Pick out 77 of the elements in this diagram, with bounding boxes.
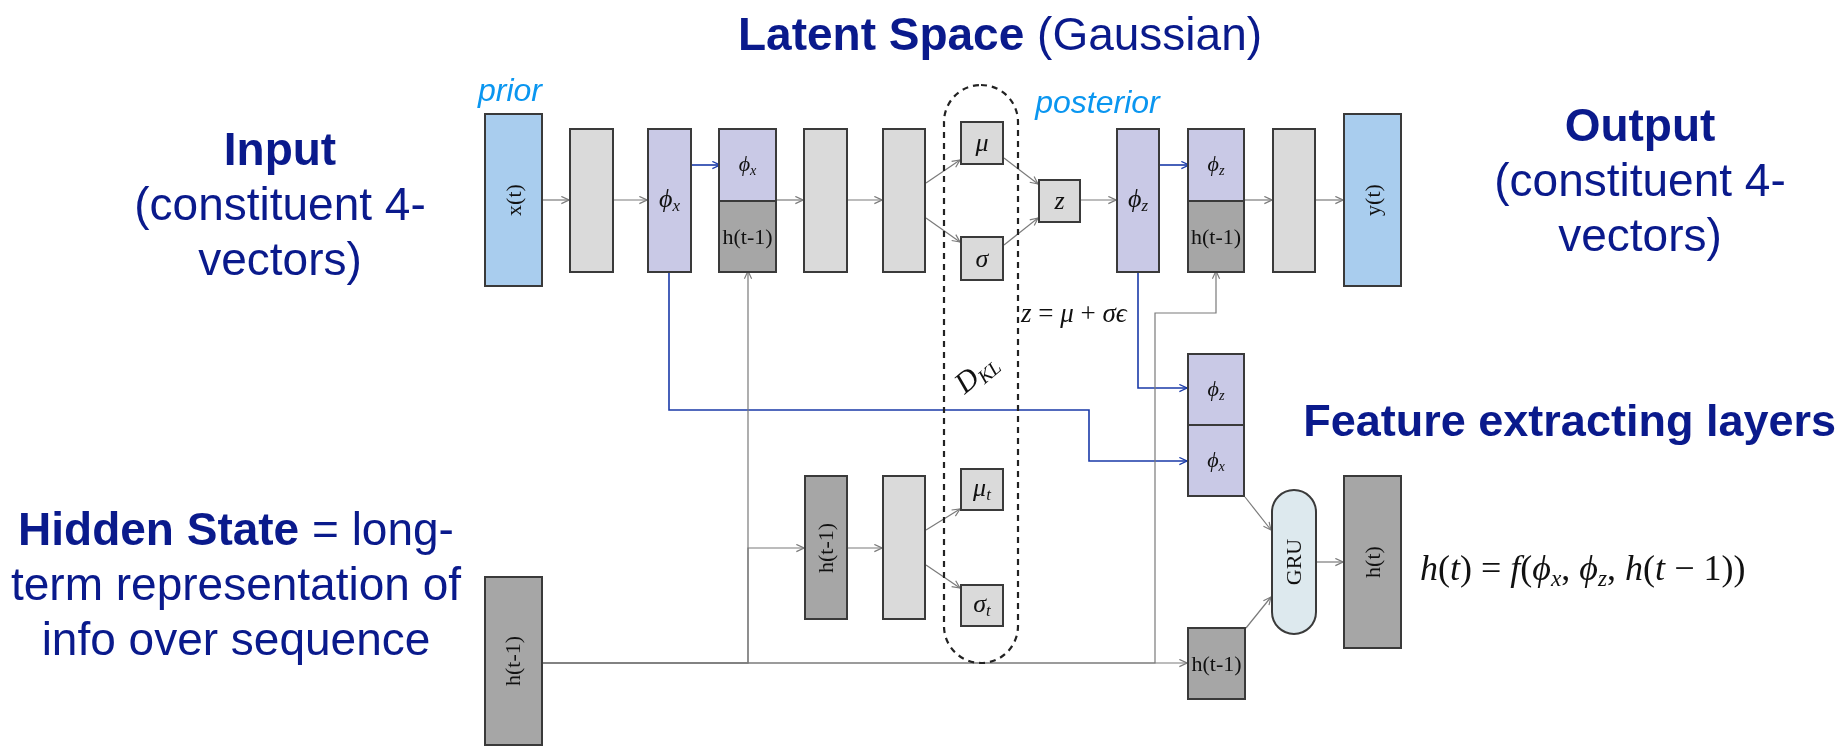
node-label: h(t-1): [1190, 225, 1242, 248]
layer-box: [484, 113, 543, 287]
arrow: [1003, 217, 1039, 246]
arrow: [542, 195, 570, 205]
node-label: h(t-1): [722, 225, 773, 248]
description-text: (constituent 4-vectors): [133, 177, 427, 287]
layer-box: [803, 128, 848, 273]
layer-box: [1187, 128, 1245, 273]
layer-box: [804, 475, 848, 620]
layer-box: [882, 475, 926, 620]
layer-box: [1272, 128, 1316, 273]
arrow: [1244, 195, 1273, 205]
annotation: posterior: [1033, 83, 1162, 122]
arrow: [1315, 195, 1344, 205]
node-label: μ$_{t}$: [973, 474, 991, 505]
annotation: prior: [476, 71, 544, 110]
layer-box: [1116, 128, 1160, 273]
section-heading: Output: [1563, 98, 1717, 153]
layer-box: [718, 128, 777, 273]
description-text: (constituent 4-vectors): [1493, 153, 1787, 263]
layer-box: [1187, 353, 1245, 426]
layer-box: [569, 128, 614, 273]
variable-box: [960, 236, 1004, 281]
arrow: [925, 217, 961, 243]
node-label: ϕ$_{z}$: [1207, 153, 1225, 177]
layer-box: [1187, 424, 1245, 497]
node-label: h(t-1): [502, 635, 525, 687]
arrow: [668, 272, 1188, 466]
arrow: [1003, 157, 1039, 185]
arrow: [776, 195, 804, 205]
node-label: ϕ$_{x}$: [738, 153, 757, 177]
layer-box: [484, 576, 543, 746]
arrow: [1245, 596, 1272, 629]
node-label: σ$_{t}$: [973, 590, 991, 621]
variable-box: [1038, 179, 1081, 223]
arrow: [1316, 557, 1344, 567]
node-label: z: [1054, 188, 1065, 214]
layer-box: [882, 128, 926, 273]
arrow: [613, 195, 648, 205]
arrow: [1137, 272, 1188, 393]
node-label: y(t): [1361, 184, 1384, 216]
arrow: [925, 159, 961, 184]
arrow: [542, 658, 1188, 668]
node-label: GRU: [1283, 538, 1305, 586]
arrow: [925, 508, 961, 531]
layer-box: [1343, 475, 1402, 649]
node-label: h(t): [1361, 546, 1384, 578]
node-label: ϕ$_{z}$: [1127, 185, 1148, 216]
node-label: h(t-1): [1191, 652, 1242, 675]
variable-box: [960, 468, 1004, 511]
variable-box: [960, 584, 1004, 627]
layer-box: [647, 128, 692, 273]
equation: h(t) = f(ϕ$_{x}$, ϕ$_{z}$, h(t − 1)): [1420, 547, 1747, 593]
layer-cell: [720, 200, 775, 271]
section-heading: Feature extracting layers: [1302, 394, 1836, 448]
layer-box: [1187, 627, 1246, 700]
node-label: ϕ$_{x}$: [659, 185, 680, 216]
equation: z = μ + σϵ: [1021, 297, 1129, 330]
node-label: x(t): [502, 184, 525, 216]
dashed-region: [944, 85, 1018, 663]
description-text: Hidden State = long-term representation of info over sequence: [10, 502, 462, 667]
node-label: h(t-1): [815, 522, 837, 573]
layer-box: [1343, 113, 1402, 287]
node-label: ϕ$_{z}$: [1207, 377, 1225, 402]
arrow: [847, 543, 883, 553]
node-label: μ: [975, 130, 989, 156]
arrow: [1080, 195, 1117, 205]
section-heading: Input: [222, 122, 338, 177]
arrow: [847, 195, 883, 205]
node-label: σ: [975, 245, 989, 272]
rounded-unit: [1271, 489, 1317, 635]
arrow: [925, 564, 961, 589]
diagram-title: Latent Space (Gaussian): [736, 8, 1264, 60]
node-label: ϕ$_{x}$: [1207, 448, 1225, 473]
variable-box: [960, 121, 1004, 165]
layer-cell: [1189, 200, 1243, 271]
arrow: [1244, 496, 1272, 531]
